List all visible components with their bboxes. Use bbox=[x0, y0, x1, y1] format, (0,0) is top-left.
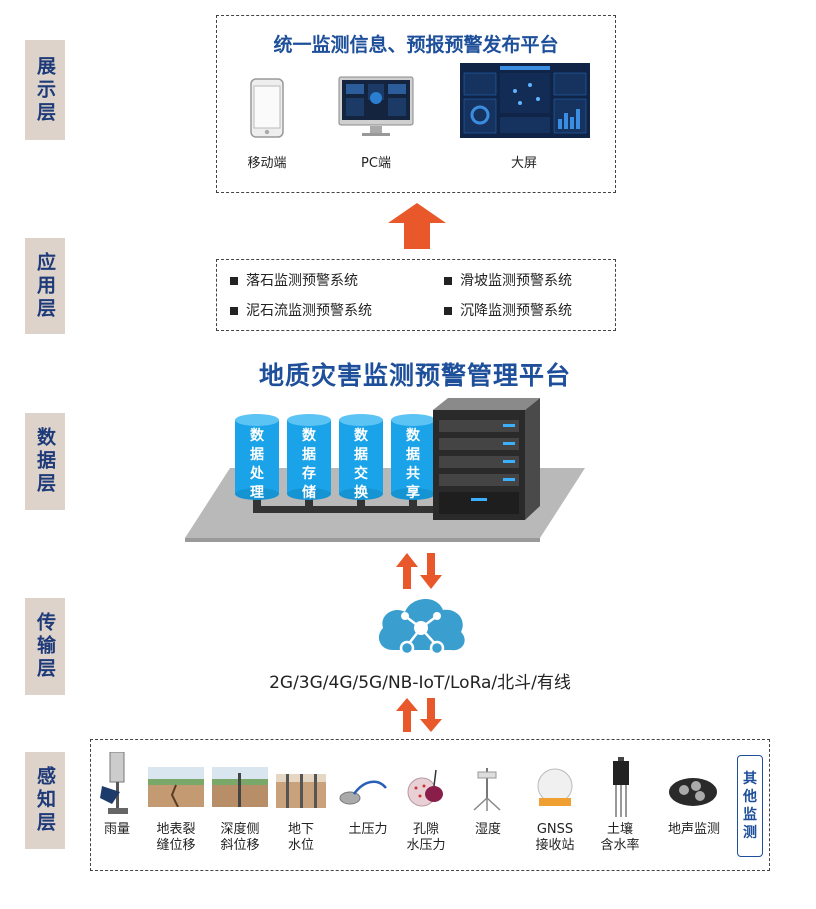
cylinder-label-storage: 数据 存储 bbox=[302, 428, 316, 501]
app-system-landslide: 滑坡监测预警系统 bbox=[444, 270, 572, 290]
layer-label-display: 展示层 bbox=[25, 40, 65, 140]
layer-label-application: 应用层 bbox=[25, 238, 65, 334]
platform-title: 地质灾害监测预警管理平台 bbox=[258, 361, 571, 390]
cylinder-data-storage bbox=[287, 414, 331, 500]
rain-gauge-icon bbox=[100, 752, 128, 814]
cylinder-label-sharing: 数据 共享 bbox=[406, 428, 420, 501]
inclinometer-icon bbox=[212, 767, 268, 807]
cylinder-label-processing: 数据 处理 bbox=[250, 428, 264, 501]
sensor-label-humidity: 湿度 bbox=[474, 822, 501, 837]
cylinder-data-sharing bbox=[391, 414, 435, 500]
server-icon bbox=[433, 398, 540, 520]
transport-protocols: 2G/3G/4G/5G/NB-IoT/LoRa/北斗/有线 bbox=[269, 673, 571, 693]
up-down-arrows-icon bbox=[396, 553, 442, 589]
sensor-label-pore-water: 孔隙水压力 bbox=[406, 822, 446, 853]
soil-moisture-icon bbox=[613, 757, 629, 817]
data-platform-graphic bbox=[185, 398, 585, 542]
layer-label-transport: 传输层 bbox=[25, 598, 65, 695]
up-arrow-icon bbox=[388, 203, 446, 249]
app-system-subsidence: 沉降监测预警系统 bbox=[444, 300, 572, 320]
up-down-arrows-icon-lower bbox=[396, 698, 442, 732]
cylinder-label-exchange: 数据 交换 bbox=[354, 428, 368, 501]
application-layer-box bbox=[216, 259, 616, 331]
sensor-label-groundwater: 地下水位 bbox=[287, 822, 314, 853]
layer-label-data: 数据层 bbox=[25, 413, 65, 510]
sensor-label-surface-crack: 地表裂缝位移 bbox=[156, 822, 196, 853]
layer-label-perception: 感知层 bbox=[25, 752, 65, 849]
sensor-label-deep-inclination: 深度侧斜位移 bbox=[220, 822, 260, 853]
cylinder-data-processing bbox=[235, 414, 279, 500]
perception-layer-box bbox=[90, 739, 770, 871]
surface-crack-icon bbox=[148, 767, 204, 807]
app-system-debris-flow: 泥石流监测预警系统 bbox=[230, 300, 372, 320]
app-system-rockfall: 落石监测预警系统 bbox=[230, 270, 358, 290]
big-screen-icon bbox=[460, 63, 590, 138]
pore-water-pressure-icon bbox=[407, 769, 443, 807]
sensor-label-earth-pressure: 土压力 bbox=[348, 822, 388, 837]
groundwater-level-icon bbox=[276, 774, 326, 808]
mobile-phone-icon bbox=[250, 78, 284, 138]
device-label-pc: PC端 bbox=[361, 156, 391, 171]
other-monitoring-box: 其 他 监 测 bbox=[737, 755, 763, 857]
display-layer-box bbox=[216, 15, 616, 193]
display-title: 统一监测信息、预报预警发布平台 bbox=[273, 34, 559, 56]
humidity-sensor-icon bbox=[473, 768, 501, 811]
device-label-mobile: 移动端 bbox=[247, 156, 287, 171]
cylinder-data-exchange bbox=[339, 414, 383, 500]
acoustic-sensor-icon bbox=[669, 778, 717, 806]
pc-monitor-icon bbox=[338, 76, 414, 136]
gnss-receiver-icon bbox=[537, 768, 573, 806]
sensor-label-soil-moisture: 土壤含水率 bbox=[600, 822, 640, 853]
device-label-big-screen: 大屏 bbox=[510, 156, 537, 171]
earth-pressure-icon bbox=[339, 780, 387, 805]
sensor-label-rainfall: 雨量 bbox=[103, 822, 130, 837]
cloud-network-icon bbox=[378, 598, 465, 656]
sensor-label-acoustic: 地声监测 bbox=[667, 822, 720, 837]
